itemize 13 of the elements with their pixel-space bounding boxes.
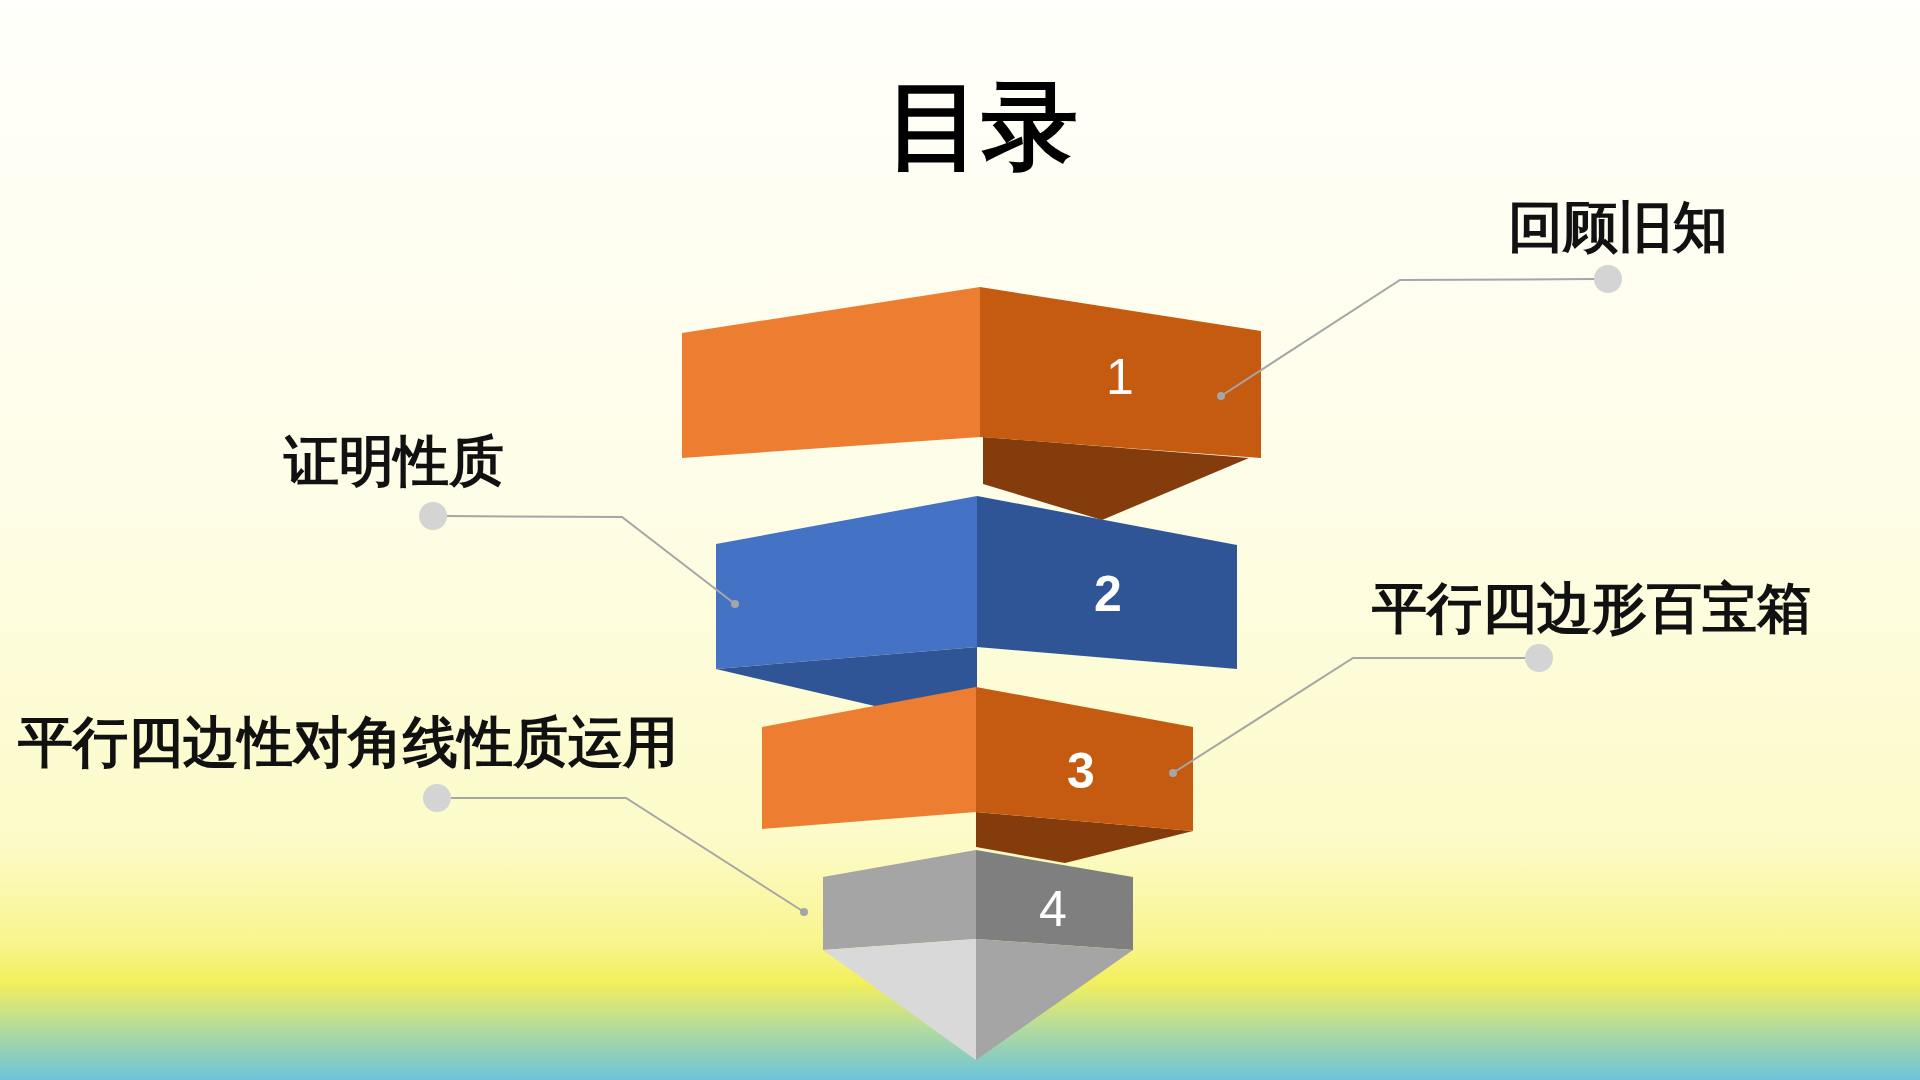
step-number: 1 (1106, 352, 1134, 402)
leader-line (450, 797, 808, 916)
step-number: 2 (1094, 569, 1122, 619)
topic-label: 证明性质 (284, 434, 504, 489)
leader-line (1169, 657, 1526, 777)
topic-label: 回顾旧知 (1508, 200, 1728, 255)
step-number: 3 (1067, 746, 1095, 796)
topic-label: 平行四边形百宝箱 (1372, 581, 1812, 636)
leader-line (446, 515, 739, 608)
title: 目录 (886, 78, 1078, 174)
step-number: 4 (1039, 884, 1067, 934)
topic-label: 平行四边性对角线性质运用 (18, 715, 678, 770)
leader-line (1217, 278, 1595, 400)
